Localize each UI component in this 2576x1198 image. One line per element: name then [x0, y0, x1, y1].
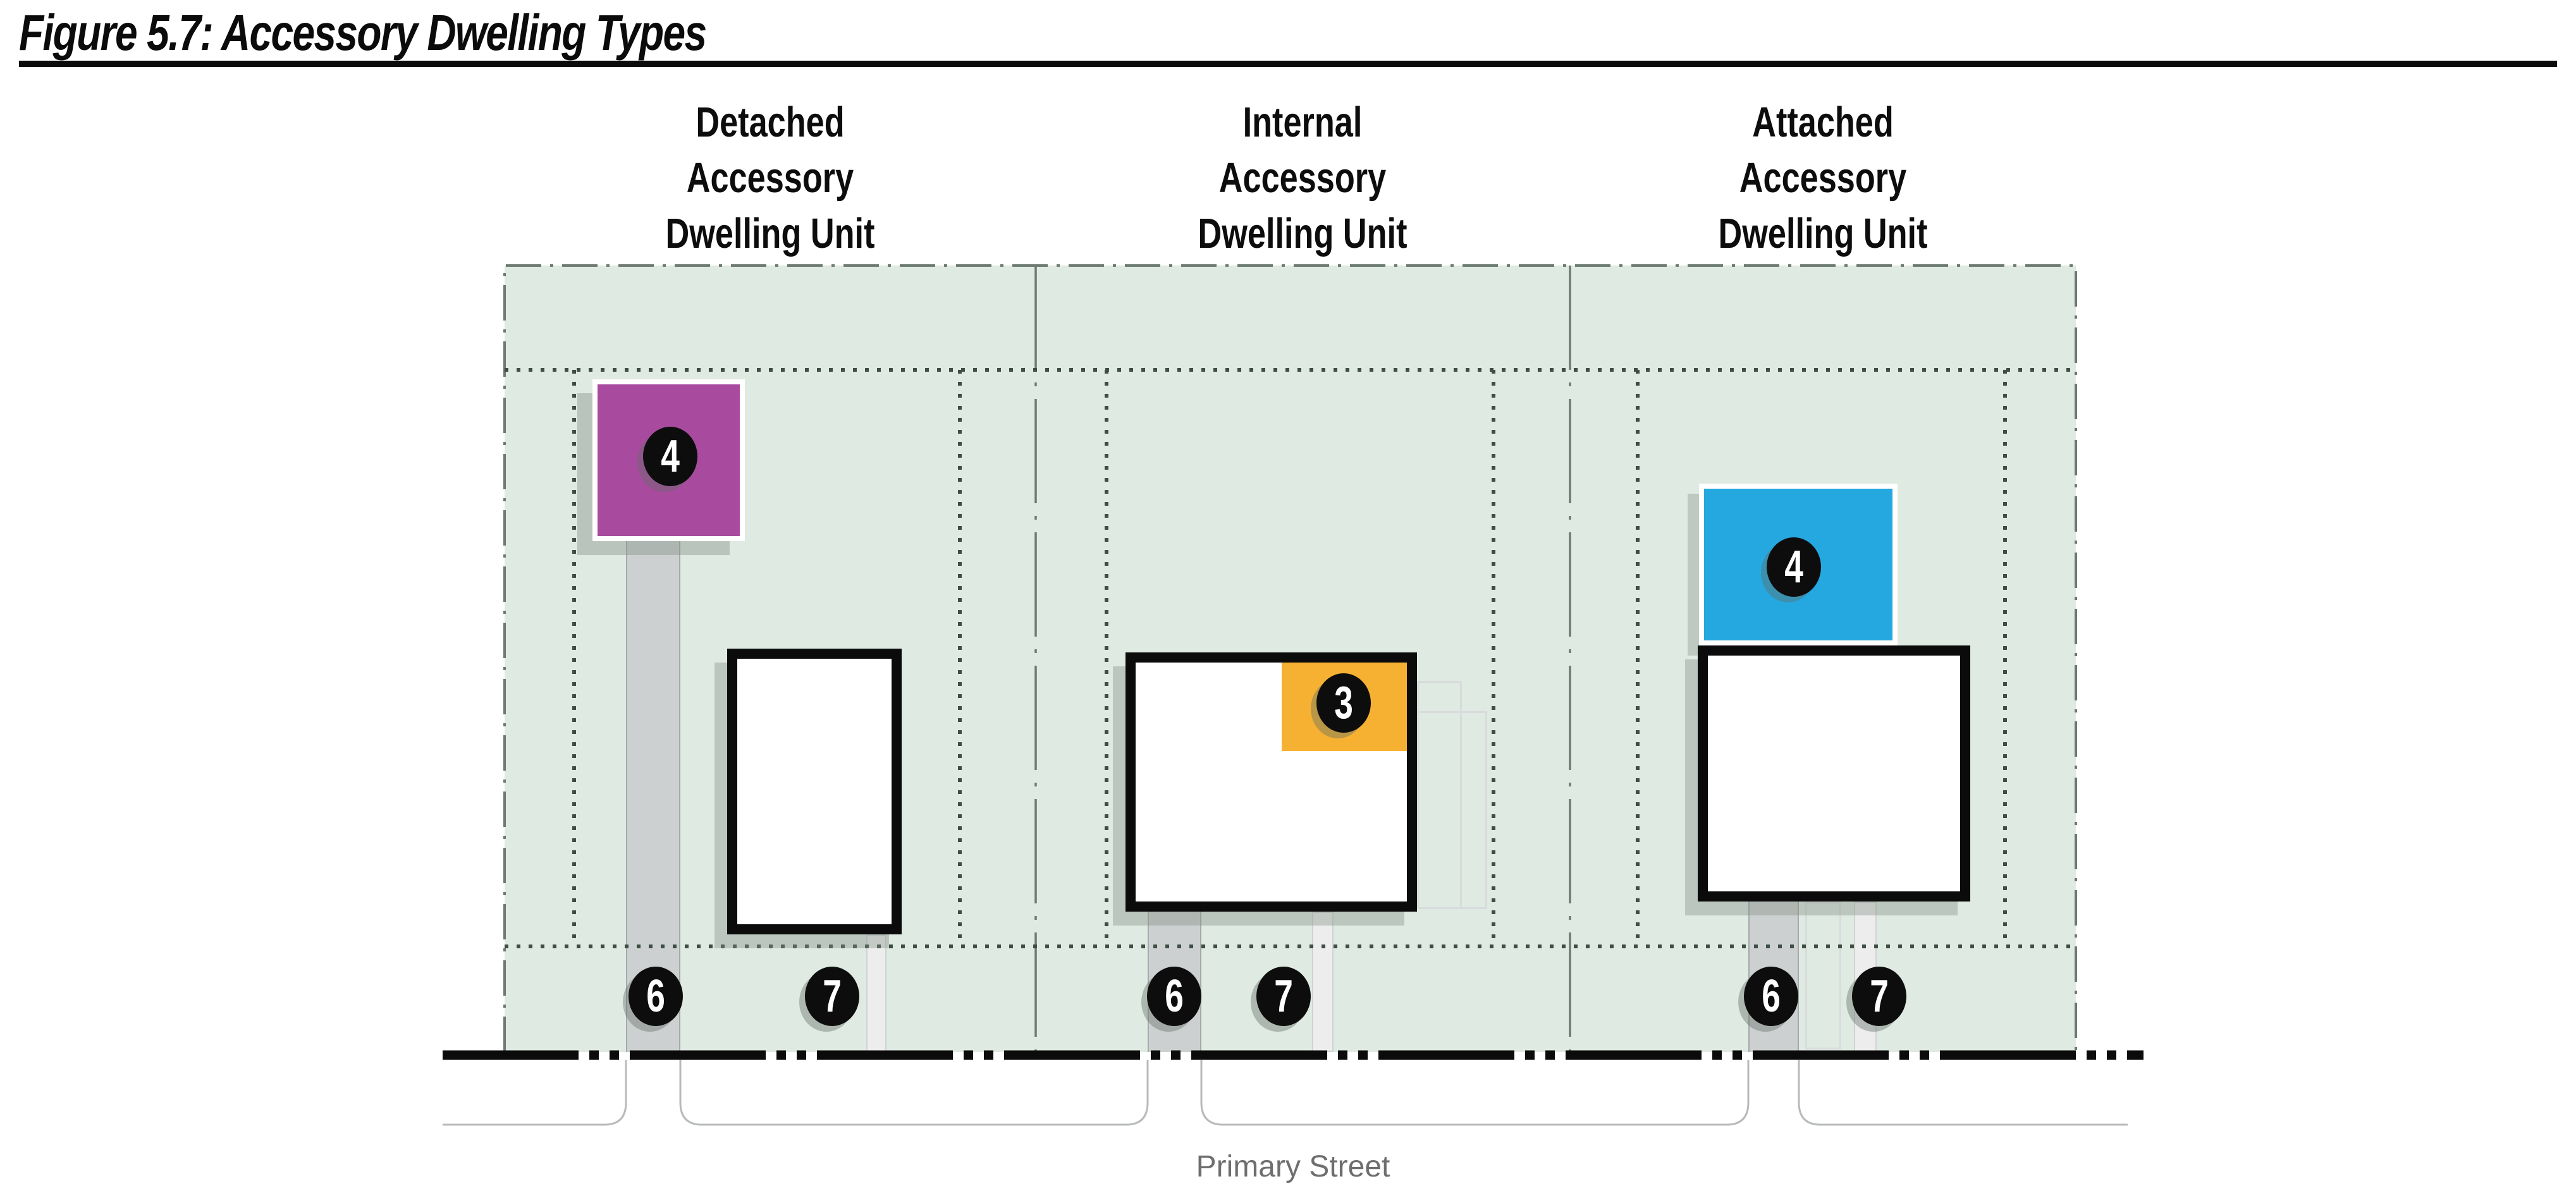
marker-number: 6	[646, 971, 665, 1022]
heading-line: Accessory	[1739, 154, 1907, 202]
walkway-lot1	[866, 934, 886, 1052]
principal-dwelling-lot3	[1698, 645, 1970, 902]
principal-dwelling-lot1	[727, 649, 902, 934]
marker-number: 3	[1334, 678, 1353, 728]
heading-detached-adu: Detached Accessory Dwelling Unit	[549, 95, 991, 262]
detached-adu-square	[592, 379, 745, 541]
heading-line: Accessory	[686, 154, 854, 202]
marker-number: 7	[1274, 971, 1293, 1022]
marker-number: 7	[1870, 971, 1889, 1022]
marker-driveway-lot3: 6	[1744, 967, 1798, 1026]
primary-street-label: Primary Street	[1196, 1150, 1390, 1183]
heading-line: Dwelling Unit	[1198, 210, 1408, 257]
heading-line: Dwelling Unit	[1718, 210, 1928, 257]
heading-line: Accessory	[1218, 154, 1387, 202]
marker-number: 6	[1165, 971, 1184, 1022]
marker-attached-adu: 4	[1767, 537, 1821, 597]
marker-walkway-lot3: 7	[1852, 967, 1906, 1026]
marker-detached-adu: 4	[643, 427, 697, 486]
marker-number: 7	[823, 971, 842, 1022]
heading-line: Internal	[1242, 99, 1363, 146]
figure-title: Figure 5.7: Accessory Dwelling Types	[19, 4, 707, 61]
marker-number: 4	[661, 431, 680, 482]
marker-number: 4	[1784, 542, 1803, 592]
heading-line: Detached	[696, 99, 845, 146]
marker-walkway-lot2: 7	[1256, 967, 1311, 1026]
heading-line: Dwelling Unit	[665, 210, 875, 257]
patio-outline-lot3	[1805, 902, 1841, 1049]
heading-attached-adu: Attached Accessory Dwelling Unit	[1602, 95, 2044, 262]
marker-walkway-lot1: 7	[805, 967, 859, 1026]
marker-number: 6	[1762, 971, 1781, 1022]
marker-driveway-lot1: 6	[629, 967, 683, 1026]
walkway-lot2	[1312, 912, 1334, 1052]
marker-driveway-lot2: 6	[1147, 967, 1201, 1026]
heading-internal-adu: Internal Accessory Dwelling Unit	[1081, 95, 1524, 262]
patio-outline-lot2	[1417, 711, 1487, 909]
title-underline	[19, 61, 2557, 67]
heading-line: Attached	[1752, 99, 1894, 146]
marker-internal-adu: 3	[1316, 673, 1371, 733]
